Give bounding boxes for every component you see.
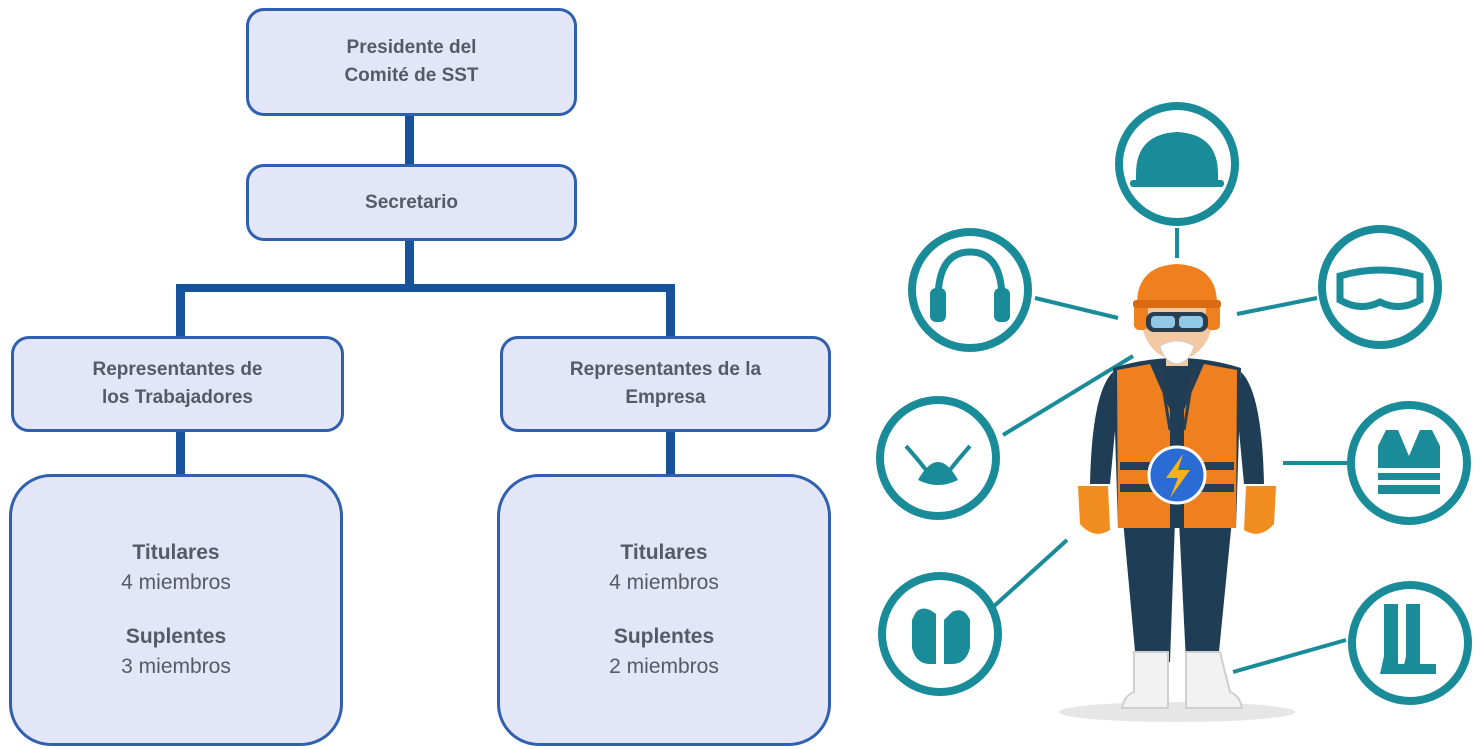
connector-branch-workers: [176, 284, 185, 336]
president-box: Presidente del Comité de SST: [246, 8, 577, 116]
company-titulares-count: 4 miembros: [609, 571, 719, 594]
company-representatives-label: Representantes de la Empresa: [569, 359, 762, 408]
company-members-box: Titulares 4 miembros Suplentes 2 miembro…: [497, 474, 831, 746]
connector-workers-members: [176, 432, 185, 474]
hard-hat-icon: [1115, 102, 1239, 226]
goggles-icon: [1318, 225, 1442, 349]
workers-titulares-count: 4 miembros: [121, 571, 231, 594]
company-representatives-box: Representantes de la Empresa: [500, 336, 831, 432]
boots-icon: [1348, 581, 1472, 705]
ppe-illustration: [876, 102, 1472, 722]
secretary-box: Secretario: [246, 164, 577, 241]
earmuffs-icon: [908, 228, 1032, 352]
ppe-connectors: [990, 228, 1348, 674]
gloves-icon: [878, 572, 1002, 696]
connector-secretary-branch: [405, 241, 414, 289]
workers-titulares-label: Titulares: [132, 541, 220, 564]
safety-vest-icon: [1347, 401, 1471, 525]
workers-representatives-label: Representantes de los Trabajadores: [92, 359, 263, 408]
president-label: Presidente del Comité de SST: [344, 37, 479, 86]
secretary-label: Secretario: [365, 191, 458, 213]
company-suplentes-label: Suplentes: [613, 625, 715, 648]
company-titulares-label: Titulares: [620, 541, 708, 564]
connector-president-secretary: [405, 116, 414, 164]
workers-representatives-box: Representantes de los Trabajadores: [11, 336, 344, 432]
connector-horizontal-branch: [176, 284, 675, 292]
face-mask-icon: [876, 396, 1000, 520]
workers-suplentes-label: Suplentes: [125, 625, 227, 648]
connector-company-members: [666, 432, 675, 474]
workers-members-box: Titulares 4 miembros Suplentes 3 miembro…: [9, 474, 343, 746]
workers-suplentes-count: 3 miembros: [121, 655, 231, 678]
company-suplentes-count: 2 miembros: [609, 655, 719, 678]
worker-figure: [1059, 264, 1295, 722]
connector-branch-company: [666, 284, 675, 336]
